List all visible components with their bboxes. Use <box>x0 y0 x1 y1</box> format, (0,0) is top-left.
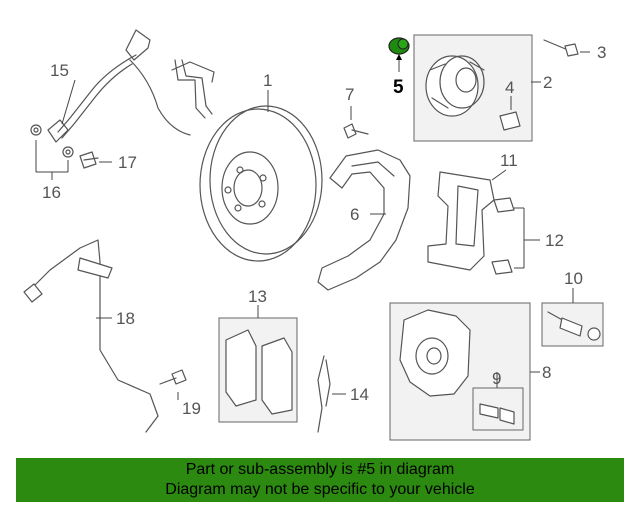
callout-3: 3 <box>597 43 606 62</box>
banner-line-1: Part or sub-assembly is #5 in diagram <box>185 461 455 478</box>
callout-8: 8 <box>542 363 551 382</box>
brake-hose <box>47 29 215 143</box>
callout-10: 10 <box>564 269 583 288</box>
bracket-bolts <box>491 197 515 275</box>
callout-leaders <box>35 51 590 400</box>
wheel-stud <box>499 111 521 131</box>
callout-17: 17 <box>118 153 137 172</box>
brake-pads <box>225 329 293 415</box>
shield-bolt <box>343 123 369 139</box>
washers <box>30 124 74 158</box>
callout-4: 4 <box>505 78 514 97</box>
guide-pin <box>547 311 601 341</box>
brake-rotor <box>199 105 323 262</box>
callout-7: 7 <box>345 85 354 104</box>
callout-15: 15 <box>50 61 69 80</box>
callout-18: 18 <box>116 309 135 328</box>
callout-12: 12 <box>545 231 564 250</box>
sensor-bolt <box>159 369 187 385</box>
splash-shield <box>317 149 411 291</box>
callout-14: 14 <box>350 385 369 404</box>
caliper-bracket <box>427 171 495 271</box>
callout-5-arrowhead <box>396 54 402 60</box>
callout-19: 19 <box>182 399 201 418</box>
hub-bolt <box>543 39 579 57</box>
callout-16: 16 <box>42 183 61 202</box>
callout-1: 1 <box>263 71 272 90</box>
banner-line-2: Diagram may not be specific to your vehi… <box>165 481 475 498</box>
wear-sensor <box>23 239 159 433</box>
callout-11: 11 <box>500 151 518 170</box>
part-info-banner: Part or sub-assembly is #5 in diagram Di… <box>16 458 624 502</box>
pad-clip <box>317 355 331 433</box>
hub-nut-highlighted <box>388 37 410 55</box>
slide-pin <box>479 403 515 425</box>
callout-9: 9 <box>492 369 501 388</box>
hub-bearing <box>425 55 485 117</box>
brake-caliper <box>399 309 471 397</box>
banjo-bolt <box>79 151 99 169</box>
callout-13: 13 <box>248 287 267 306</box>
callout-2: 2 <box>543 73 552 92</box>
callout-5: 5 <box>393 77 404 98</box>
callout-6: 6 <box>350 205 359 224</box>
